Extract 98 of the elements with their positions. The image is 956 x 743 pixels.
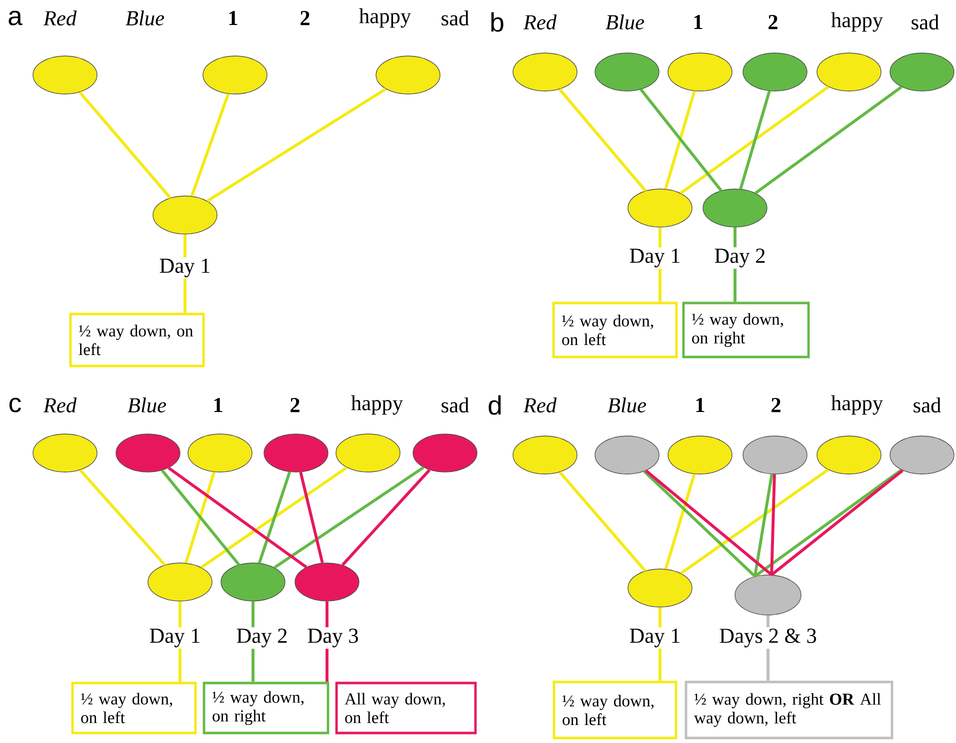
word-label: 1 <box>694 14 702 30</box>
ellipse <box>152 196 218 234</box>
ellipse <box>294 562 360 602</box>
day-label: Days 2 & 3 <box>718 627 818 649</box>
word-label: sad <box>442 10 469 26</box>
connector-line <box>754 86 902 194</box>
ellipse <box>412 434 478 472</box>
word-label: happy <box>831 12 883 32</box>
connector-line <box>79 469 166 566</box>
text-box: ½ way down, on left <box>71 682 197 734</box>
connector-line <box>664 90 696 190</box>
connector-line <box>78 91 172 199</box>
connector-line <box>558 471 646 572</box>
ellipse <box>742 52 808 92</box>
panel-letter: c <box>9 398 21 412</box>
word-label: Red <box>43 10 77 26</box>
connector-line <box>258 472 292 564</box>
word-label: Blue <box>126 10 164 26</box>
ellipse <box>734 574 802 616</box>
text-box: ½ way down, right OR All way down, left <box>684 680 894 740</box>
panel-letter: a <box>8 10 22 26</box>
word-label: Blue <box>608 397 646 413</box>
connector-line <box>645 470 773 576</box>
connector-line <box>341 468 431 566</box>
text-box: ½ way down, on left <box>69 312 205 368</box>
ellipse <box>668 436 732 474</box>
word-label: happy <box>351 395 403 415</box>
day-label: Day 1 <box>158 257 212 279</box>
text-box: ½ way down, on right <box>202 682 330 734</box>
ellipse <box>148 562 212 602</box>
word-label: 1 <box>696 398 704 412</box>
connector-line <box>680 86 830 194</box>
ellipse <box>890 52 954 92</box>
day-label: Day 2 <box>234 627 290 649</box>
word-label: 1 <box>229 10 238 26</box>
connector-line <box>770 474 776 575</box>
day-label: Day 1 <box>628 627 682 649</box>
ellipse <box>628 188 692 228</box>
connector-line <box>558 88 647 192</box>
text-box: ½ way down, on left <box>552 680 678 740</box>
word-label: 2 <box>772 398 780 412</box>
connector-line <box>640 88 722 192</box>
ellipse <box>32 56 98 94</box>
connector-line <box>190 93 230 197</box>
connector-line <box>299 472 324 564</box>
connector-line <box>274 466 424 569</box>
ellipse <box>32 434 98 472</box>
ellipse <box>512 436 578 474</box>
ellipse <box>628 568 692 608</box>
day-label: Day 1 <box>148 627 202 649</box>
word-label: sad <box>442 398 469 412</box>
ellipse <box>336 434 400 472</box>
word-label: happy <box>359 8 411 28</box>
ellipse <box>512 52 578 92</box>
word-label: 2 <box>768 14 778 30</box>
ellipse <box>202 56 268 94</box>
day-label: Day 3 <box>306 627 360 649</box>
day-label: Day 1 <box>628 247 682 269</box>
word-label: Blue <box>606 14 644 30</box>
word-label: 2 <box>290 398 300 412</box>
word-label: happy <box>831 395 883 415</box>
connector-line <box>739 90 771 190</box>
word-label: Red <box>43 398 77 412</box>
word-label: 2 <box>300 10 310 26</box>
ellipse <box>702 188 768 228</box>
text-box: ½ way down, on left <box>552 302 678 358</box>
ellipse <box>116 434 180 472</box>
word-label: Red <box>523 14 557 30</box>
ellipse <box>594 52 660 92</box>
word-label: Red <box>523 398 557 412</box>
panel-letter: b <box>491 12 504 32</box>
word-label: Blue <box>128 397 166 413</box>
connector-line <box>664 474 696 570</box>
ellipse <box>264 434 328 472</box>
ellipse <box>742 436 808 474</box>
ellipse <box>816 52 882 92</box>
word-label: 1 <box>214 398 222 412</box>
ellipse <box>188 434 252 472</box>
connector-line <box>168 466 308 568</box>
ellipse <box>816 436 882 474</box>
ellipse <box>890 436 954 474</box>
connector-line <box>643 470 756 578</box>
word-label: sad <box>912 14 939 30</box>
connector-line <box>753 474 774 577</box>
text-box: ½ way down, on right <box>682 302 810 358</box>
connector-line <box>206 88 386 202</box>
word-label: sad <box>914 398 941 412</box>
day-label: Day 2 <box>712 247 768 269</box>
ellipse <box>668 52 732 92</box>
text-box: All way down, on left <box>335 682 477 734</box>
panel-letter: d <box>488 395 501 415</box>
connector-line <box>161 469 240 566</box>
ellipse <box>220 562 286 602</box>
connector-line <box>200 466 348 569</box>
ellipse <box>594 436 660 474</box>
ellipse <box>376 56 440 94</box>
connector-line <box>184 472 216 564</box>
connector-line <box>680 468 829 574</box>
